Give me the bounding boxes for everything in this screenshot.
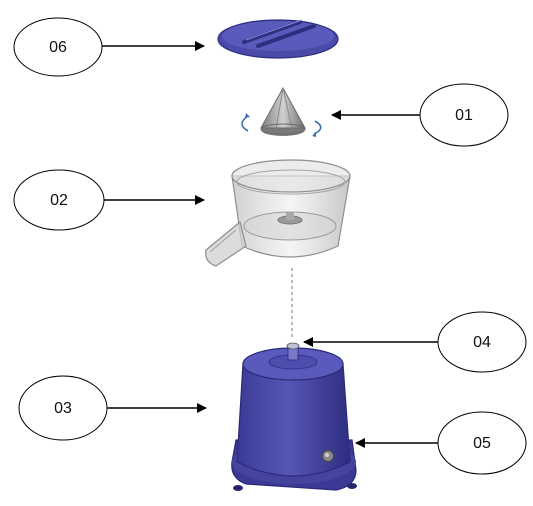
- callout-03: 03: [18, 375, 207, 441]
- callout-03-label: 03: [54, 400, 72, 417]
- callout-05-label: 05: [473, 435, 491, 452]
- callout-04-label: 04: [473, 334, 491, 351]
- callout-02: 02: [13, 169, 205, 231]
- callout-02-label: 02: [50, 192, 68, 209]
- rotation-arrow-icon: [241, 113, 322, 137]
- reamer-cone-part: [260, 86, 306, 136]
- lid-part: [217, 19, 339, 59]
- callout-06: 06: [13, 17, 205, 77]
- motor-base-part: [231, 347, 357, 491]
- callout-06-label: 06: [49, 39, 67, 56]
- callout-01: 01: [331, 83, 509, 147]
- drive-shaft-part: [286, 342, 300, 361]
- juice-bowl-part: [205, 159, 351, 267]
- callout-01-label: 01: [455, 107, 473, 124]
- callout-05: 05: [355, 411, 527, 475]
- callout-04: 04: [303, 311, 527, 373]
- power-switch-part: [322, 450, 334, 462]
